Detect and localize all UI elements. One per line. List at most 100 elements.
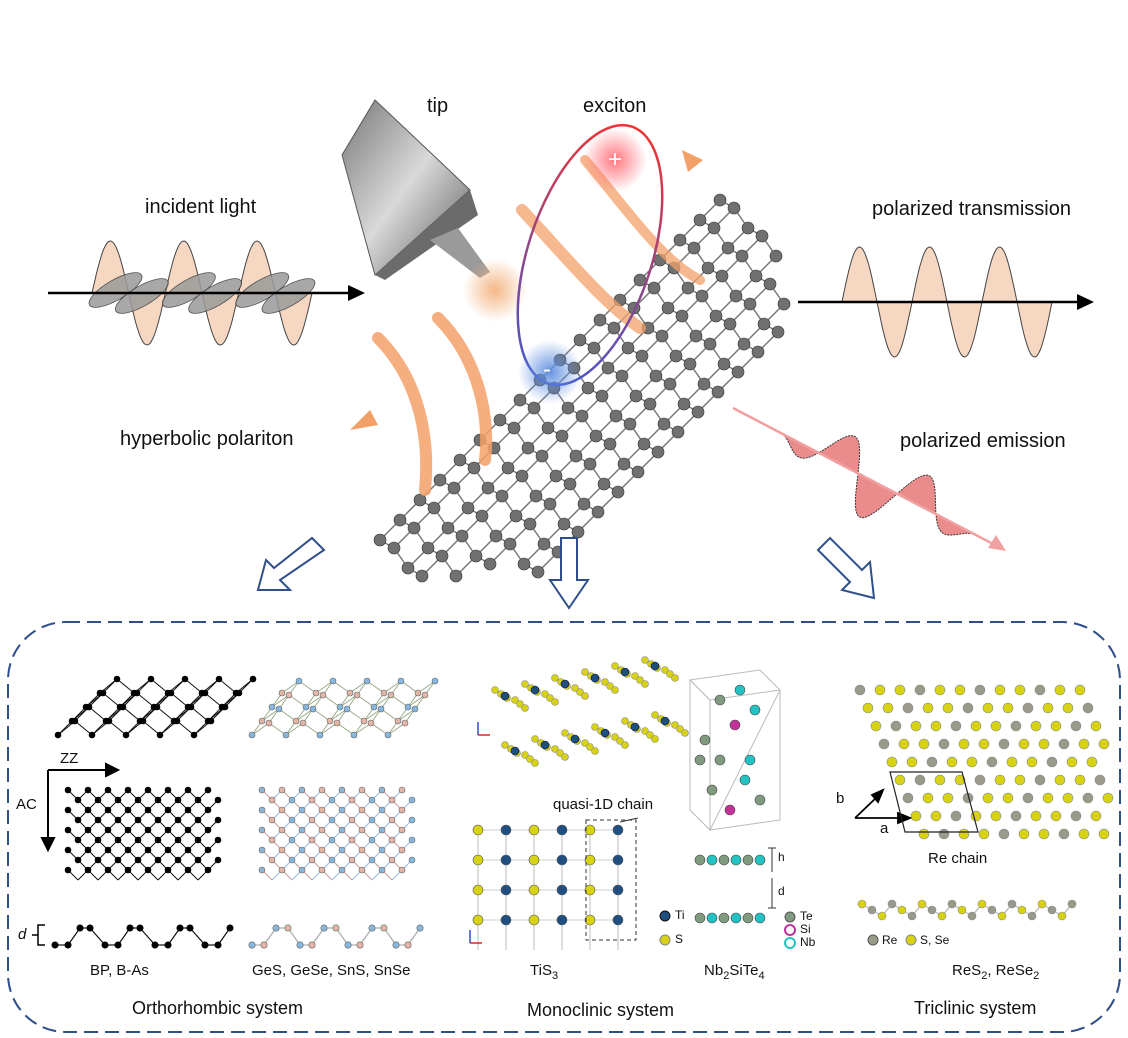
atom [144,846,152,854]
atom [938,828,950,840]
atom [902,702,914,714]
atom [194,836,202,844]
atom [521,680,529,688]
atom [1030,720,1042,732]
atom [894,774,906,786]
lattice-atom [513,393,527,407]
atom [1067,899,1077,909]
atom [1026,756,1038,768]
atom [408,836,416,844]
bp-3d-structure [54,675,257,739]
atom [285,691,293,699]
lattice-atom [421,541,435,555]
lattice-atom [647,281,661,295]
a-vector-label: a [880,820,889,837]
triclinic-label: Triclinic system [914,998,1037,1018]
lattice-atom [713,193,727,207]
atom [990,720,1002,732]
atom [1054,684,1066,696]
atom [398,786,406,794]
exciton-orbit [516,123,664,404]
atom [699,734,711,746]
atom [338,786,346,794]
atom [526,755,534,763]
atom [934,774,946,786]
atom [94,816,102,824]
lattice-atom [731,365,745,379]
atom [998,738,1010,750]
atom [154,816,162,824]
atom [528,914,540,926]
atom [611,733,619,741]
atom [164,941,172,949]
atom [621,741,629,749]
atom [472,824,484,836]
lattice-atom [617,457,631,471]
atom [584,854,596,866]
atom [318,786,326,794]
atom [84,866,92,874]
lattice-atom [575,409,589,423]
ac-label: AC [16,796,37,813]
atom [1017,905,1027,915]
lattice-atom [461,501,475,515]
atom [694,754,706,766]
atom [1006,756,1018,768]
atom [398,846,406,854]
atom [974,684,986,696]
atom [204,806,212,814]
atom [184,786,192,794]
atom [754,854,766,866]
atom [907,911,917,921]
atom [124,846,132,854]
atom [749,704,761,716]
atom [724,804,736,816]
atom [1018,738,1030,750]
lattice-atom [729,289,743,303]
atom [531,759,539,767]
tis3-label: TiS3 [530,962,559,982]
atom [278,866,286,874]
atom [927,905,937,915]
afm-tip [341,99,490,280]
atom [982,702,994,714]
atom [621,717,629,725]
atom [388,836,396,844]
lattice-atom [741,221,755,235]
atom [204,786,212,794]
lattice-atom [387,541,401,555]
atom [258,806,266,814]
atom [576,688,584,696]
atom [591,723,599,731]
atom [398,826,406,834]
atom [511,696,519,704]
atom [918,828,930,840]
atom [74,856,82,864]
atom [560,679,570,689]
lattice-atom [517,557,531,571]
atom [368,796,376,804]
atom [1002,792,1014,804]
atom [1050,810,1062,822]
atom [600,728,610,738]
atom [942,792,954,804]
atom [204,717,212,725]
lattice-atom [503,537,517,551]
atom [854,684,866,696]
atom [561,729,569,737]
atom [292,717,300,725]
lattice-atom [771,325,785,339]
lattice-atom [635,349,649,363]
lattice-atom [715,269,729,283]
atom [378,846,386,854]
atom [299,719,307,727]
atom [870,720,882,732]
atom [950,810,962,822]
atom [156,731,164,739]
atom [288,836,296,844]
atom [754,794,766,806]
atom [651,711,659,719]
lattice-atom [475,509,489,523]
atom [226,924,234,932]
atom [144,826,152,834]
